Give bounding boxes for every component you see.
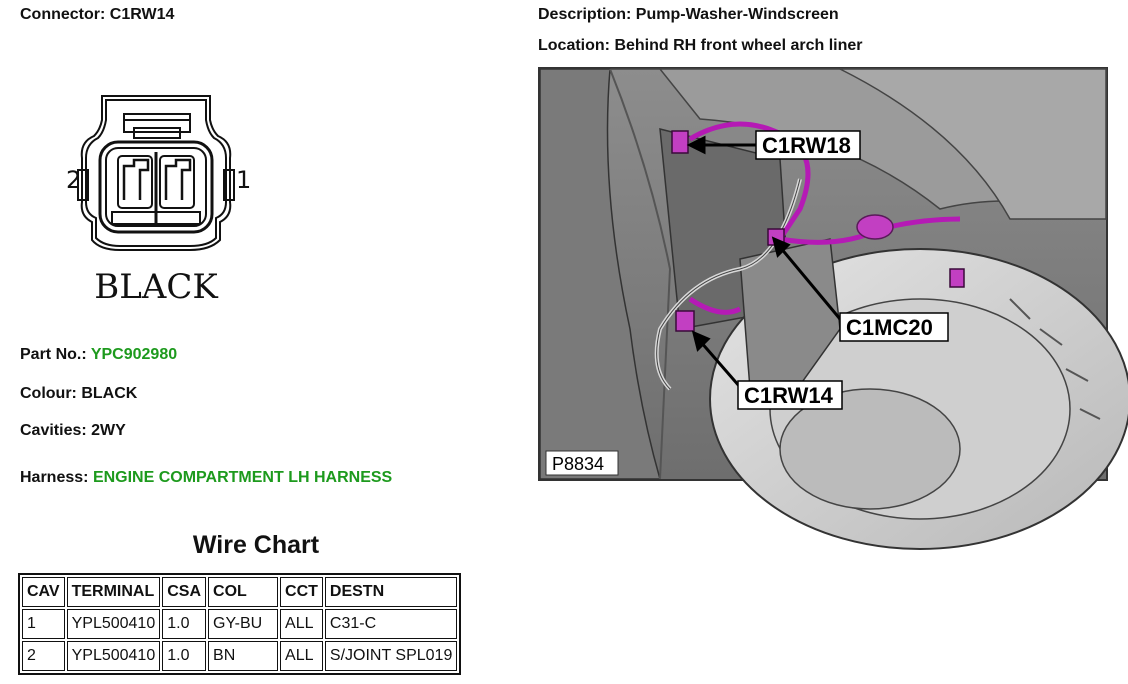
colour-label: Colour: (20, 385, 77, 402)
header-col: COL (208, 577, 279, 607)
table-row: 1 YPL500410 1.0 GY-BU ALL C31-C (22, 609, 458, 639)
callout-c1mc20: C1MC20 (846, 315, 933, 340)
connector-field: Connector: C1RW14 (20, 6, 174, 24)
drawing-colour-label: BLACK (94, 267, 218, 307)
table-row: 2 YPL500410 1.0 BN ALL S/JOINT SPL019 (22, 641, 458, 671)
harness-label: Harness: (20, 469, 89, 486)
harness-field: Harness: ENGINE COMPARTMENT LH HARNESS (20, 469, 392, 487)
cell-terminal: YPL500410 (66, 641, 161, 671)
cavities-value: 2WY (91, 422, 126, 439)
header-terminal: TERMINAL (66, 577, 161, 607)
cell-csa: 1.0 (162, 641, 207, 671)
cavities-field: Cavities: 2WY (20, 422, 126, 440)
connector-face-drawing: 2 1 BLACK (60, 90, 251, 307)
cell-cct: ALL (280, 641, 323, 671)
harness-link[interactable]: ENGINE COMPARTMENT LH HARNESS (92, 469, 393, 486)
cell-cav: 1 (22, 609, 65, 639)
header-cav: CAV (22, 577, 65, 607)
wire-chart-title: Wire Chart (192, 531, 320, 559)
cell-terminal: YPL500410 (66, 609, 161, 639)
connector-face-svg: 2 1 BLACK (66, 95, 251, 307)
cell-cct: ALL (280, 609, 323, 639)
location-value: Behind RH front wheel arch liner (614, 37, 863, 54)
location-label: Location: (538, 37, 610, 54)
location-field: Location: Behind RH front wheel arch lin… (538, 37, 862, 55)
location-photo: C1RW18 C1MC20 C1RW14 P8834 (538, 67, 1128, 550)
cell-destn: C31-C (324, 609, 458, 639)
pin-1-label: 1 (236, 166, 251, 194)
cell-col: BN (208, 641, 279, 671)
photo-id-label: P8834 (552, 454, 604, 474)
cell-col: GY-BU (208, 609, 279, 639)
cell-csa: 1.0 (162, 609, 207, 639)
wire-chart-header-row: CAV TERMINAL CSA COL CCT DESTN (22, 577, 458, 607)
description-value: Pump-Washer-Windscreen (635, 6, 839, 23)
wire-chart-table: CAV TERMINAL CSA COL CCT DESTN 1 YPL5004… (18, 573, 462, 675)
cell-destn: S/JOINT SPL019 (324, 641, 458, 671)
cavities-label: Cavities: (20, 422, 87, 439)
cell-cav: 2 (22, 641, 65, 671)
part-no-label: Part No.: (20, 346, 87, 363)
connector-value: C1RW14 (109, 6, 175, 23)
location-photo-svg: C1RW18 C1MC20 C1RW14 P8834 (539, 68, 1128, 550)
header-csa: CSA (162, 577, 207, 607)
callout-c1rw18: C1RW18 (762, 133, 851, 158)
description-label: Description: (538, 6, 632, 23)
colour-value: BLACK (81, 385, 138, 402)
part-no-field: Part No.: YPC902980 (20, 346, 177, 364)
colour-field: Colour: BLACK (20, 385, 137, 403)
header-cct: CCT (280, 577, 323, 607)
header-destn: DESTN (324, 577, 458, 607)
description-field: Description: Pump-Washer-Windscreen (538, 6, 839, 24)
callout-c1rw14: C1RW14 (744, 383, 834, 408)
part-no-link[interactable]: YPC902980 (90, 346, 178, 363)
pin-2-label: 2 (66, 166, 81, 194)
connector-label: Connector: (20, 6, 106, 23)
